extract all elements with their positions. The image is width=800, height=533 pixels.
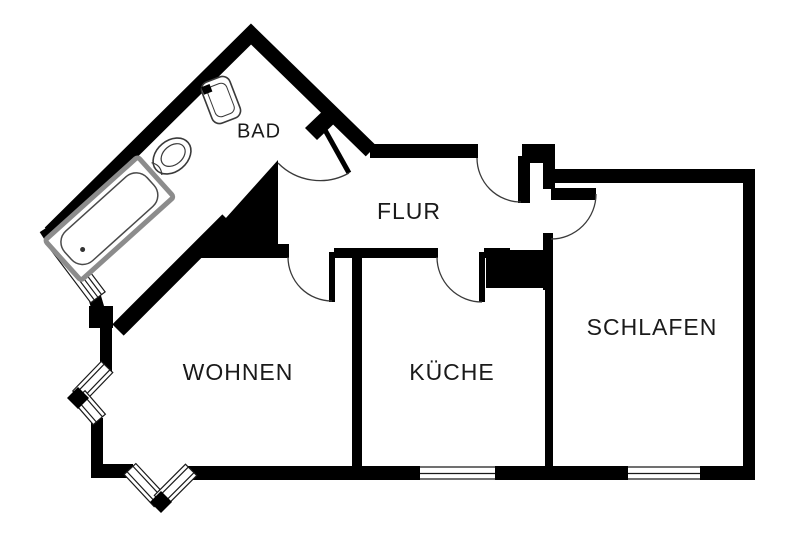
- bay-window-west: [67, 360, 114, 426]
- door-leaf: [551, 188, 596, 200]
- flur-bottom-wall-right: [484, 248, 510, 258]
- room-label-schlafen: SCHLAFEN: [587, 314, 718, 340]
- bay-wall-upper: [100, 316, 112, 371]
- door-leaf: [479, 252, 485, 302]
- wohnen-kueche-wall: [352, 256, 362, 468]
- entrance-side-wall: [522, 144, 555, 163]
- bay-wall-lower: [91, 418, 103, 478]
- schlafen-top-wall: [552, 169, 755, 183]
- toilet-tank: [151, 162, 163, 176]
- right-outer-wall: [743, 169, 755, 480]
- room-label-wohnen: WOHNEN: [183, 359, 294, 385]
- door-arc: [550, 193, 597, 240]
- room-label-kueche: KÜCHE: [409, 359, 495, 385]
- wohnen-door: [287, 252, 335, 302]
- door-leaf: [317, 119, 352, 175]
- schlafen-door: [550, 188, 597, 240]
- partition-corner-triangle: [190, 160, 278, 258]
- bathtub: [43, 155, 176, 282]
- bay-corner-block: [89, 306, 113, 328]
- sink: [200, 75, 242, 125]
- kueche-door: [436, 252, 485, 303]
- kueche-window: [420, 466, 495, 480]
- door-leaf: [518, 156, 530, 203]
- room-label-flur: FLUR: [377, 198, 441, 224]
- room-labels: BAD FLUR WOHNEN KÜCHE SCHLAFEN: [183, 120, 718, 385]
- door-arc: [436, 256, 483, 303]
- flur-right-wall: [543, 233, 553, 290]
- kueche-schlafen-wall: [545, 286, 553, 468]
- sink-tap: [201, 84, 213, 95]
- flur-bottom-wall-left: [262, 244, 289, 258]
- schlafen-window: [628, 466, 700, 480]
- door-arc: [476, 157, 522, 203]
- bay-post-diamond: [67, 387, 89, 409]
- flur-top-wall: [370, 144, 478, 158]
- entrance-door: [476, 156, 530, 203]
- room-label-bad: BAD: [237, 120, 281, 142]
- door-leaf: [329, 252, 335, 302]
- door-arc: [277, 162, 350, 182]
- bay-window-south: [123, 462, 198, 513]
- tub-drain: [80, 246, 86, 252]
- bay-post-diamond: [150, 491, 172, 513]
- bad-door: [277, 119, 352, 182]
- bad-partition-wall: [112, 160, 278, 336]
- flur-bottom-wall-mid: [334, 248, 438, 258]
- door-arc: [287, 256, 333, 302]
- toilet: [151, 137, 192, 176]
